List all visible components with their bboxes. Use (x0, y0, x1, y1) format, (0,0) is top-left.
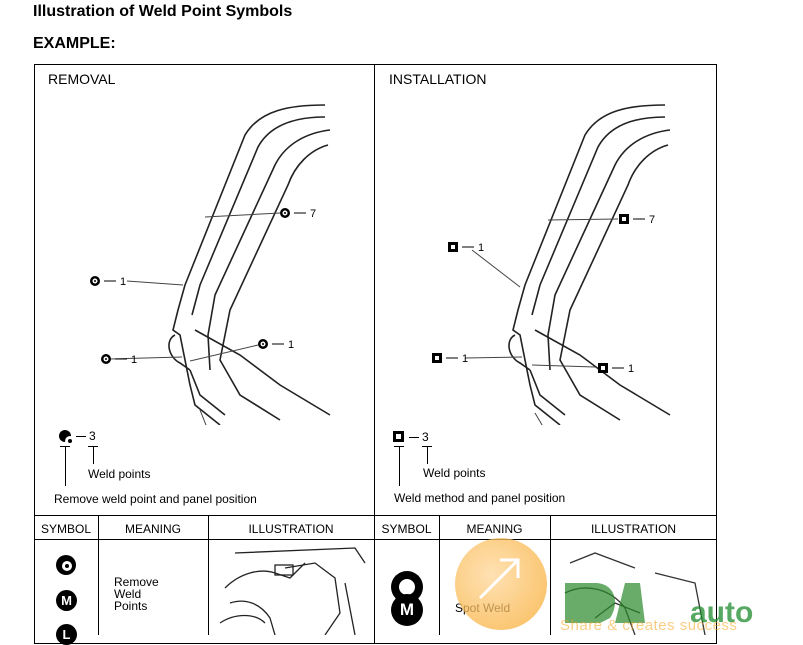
installation-leader-number (427, 446, 428, 464)
installation-leader-symbol (399, 446, 400, 486)
table-col-divider (98, 515, 99, 635)
removal-leader-number (93, 446, 94, 464)
table-header-meaning-left: MEANING (124, 522, 181, 536)
removal-heading: REMOVAL (48, 71, 116, 87)
watermark-tagline: Share & creates success (560, 617, 738, 634)
table-header-illustration-right: ILLUSTRATION (590, 522, 677, 536)
arrow-icon (478, 558, 520, 600)
removal-leader-cap (60, 446, 70, 447)
installation-callout-1a: 1 (478, 242, 484, 254)
spot-weld-m-symbol: M (391, 594, 423, 626)
installation-heading: INSTALLATION (389, 71, 487, 87)
table-col-divider (550, 515, 551, 635)
table-col-divider (439, 515, 440, 635)
removal-weld-points-label: Weld points (88, 467, 151, 481)
removal-callout-7: 7 (310, 208, 316, 220)
removal-leader-number-cap (88, 446, 98, 447)
removal-position-label: Remove weld point and panel position (54, 492, 257, 506)
table-header-border (34, 539, 717, 540)
left-illustration (219, 547, 366, 635)
installation-callout-1b: 1 (462, 353, 468, 365)
removal-leader-symbol (65, 446, 66, 486)
removal-callout-1b: 1 (131, 354, 137, 366)
removal-legend-number: 3 (89, 429, 96, 443)
removal-callout-1a: 1 (120, 276, 126, 288)
table-header-symbol-right: SYMBOL (381, 522, 432, 536)
installation-leader-cap (394, 446, 404, 447)
table-header-symbol-left: SYMBOL (40, 522, 91, 536)
removal-legend-dash (76, 436, 86, 437)
left-meaning-text: Remove Weld Points (114, 575, 159, 613)
page-title: Illustration of Weld Point Symbols (33, 3, 293, 20)
removal-legend-symbol (59, 430, 75, 446)
installation-callout-7: 7 (649, 214, 655, 226)
installation-callout-1c: 1 (628, 363, 634, 375)
removal-callout-1c: 1 (288, 339, 294, 351)
remove-spot-symbol (56, 555, 76, 575)
watermark-logo (560, 578, 650, 628)
table-header-illustration-left: ILLUSTRATION (248, 522, 334, 536)
installation-legend-number: 3 (422, 430, 429, 444)
remove-m-symbol: M (56, 590, 77, 611)
installation-illustration: 7 1 1 1 3 (432, 104, 671, 425)
installation-legend-dash (409, 437, 419, 438)
watermark-brand: auto (690, 596, 754, 629)
panel-divider (374, 64, 375, 644)
table-header-meaning-right: MEANING (466, 522, 523, 536)
installation-position-label: Weld method and panel position (394, 491, 566, 505)
watermark-badge (455, 538, 547, 630)
installation-leader-number-cap (422, 446, 432, 447)
example-label: EXAMPLE: (33, 35, 116, 52)
table-col-divider (208, 515, 209, 635)
installation-legend-symbol (393, 431, 404, 442)
removal-illustration: 7 1 1 1 3 (90, 104, 331, 425)
installation-weld-points-label: Weld points (423, 466, 486, 480)
table-top-border (34, 515, 717, 516)
